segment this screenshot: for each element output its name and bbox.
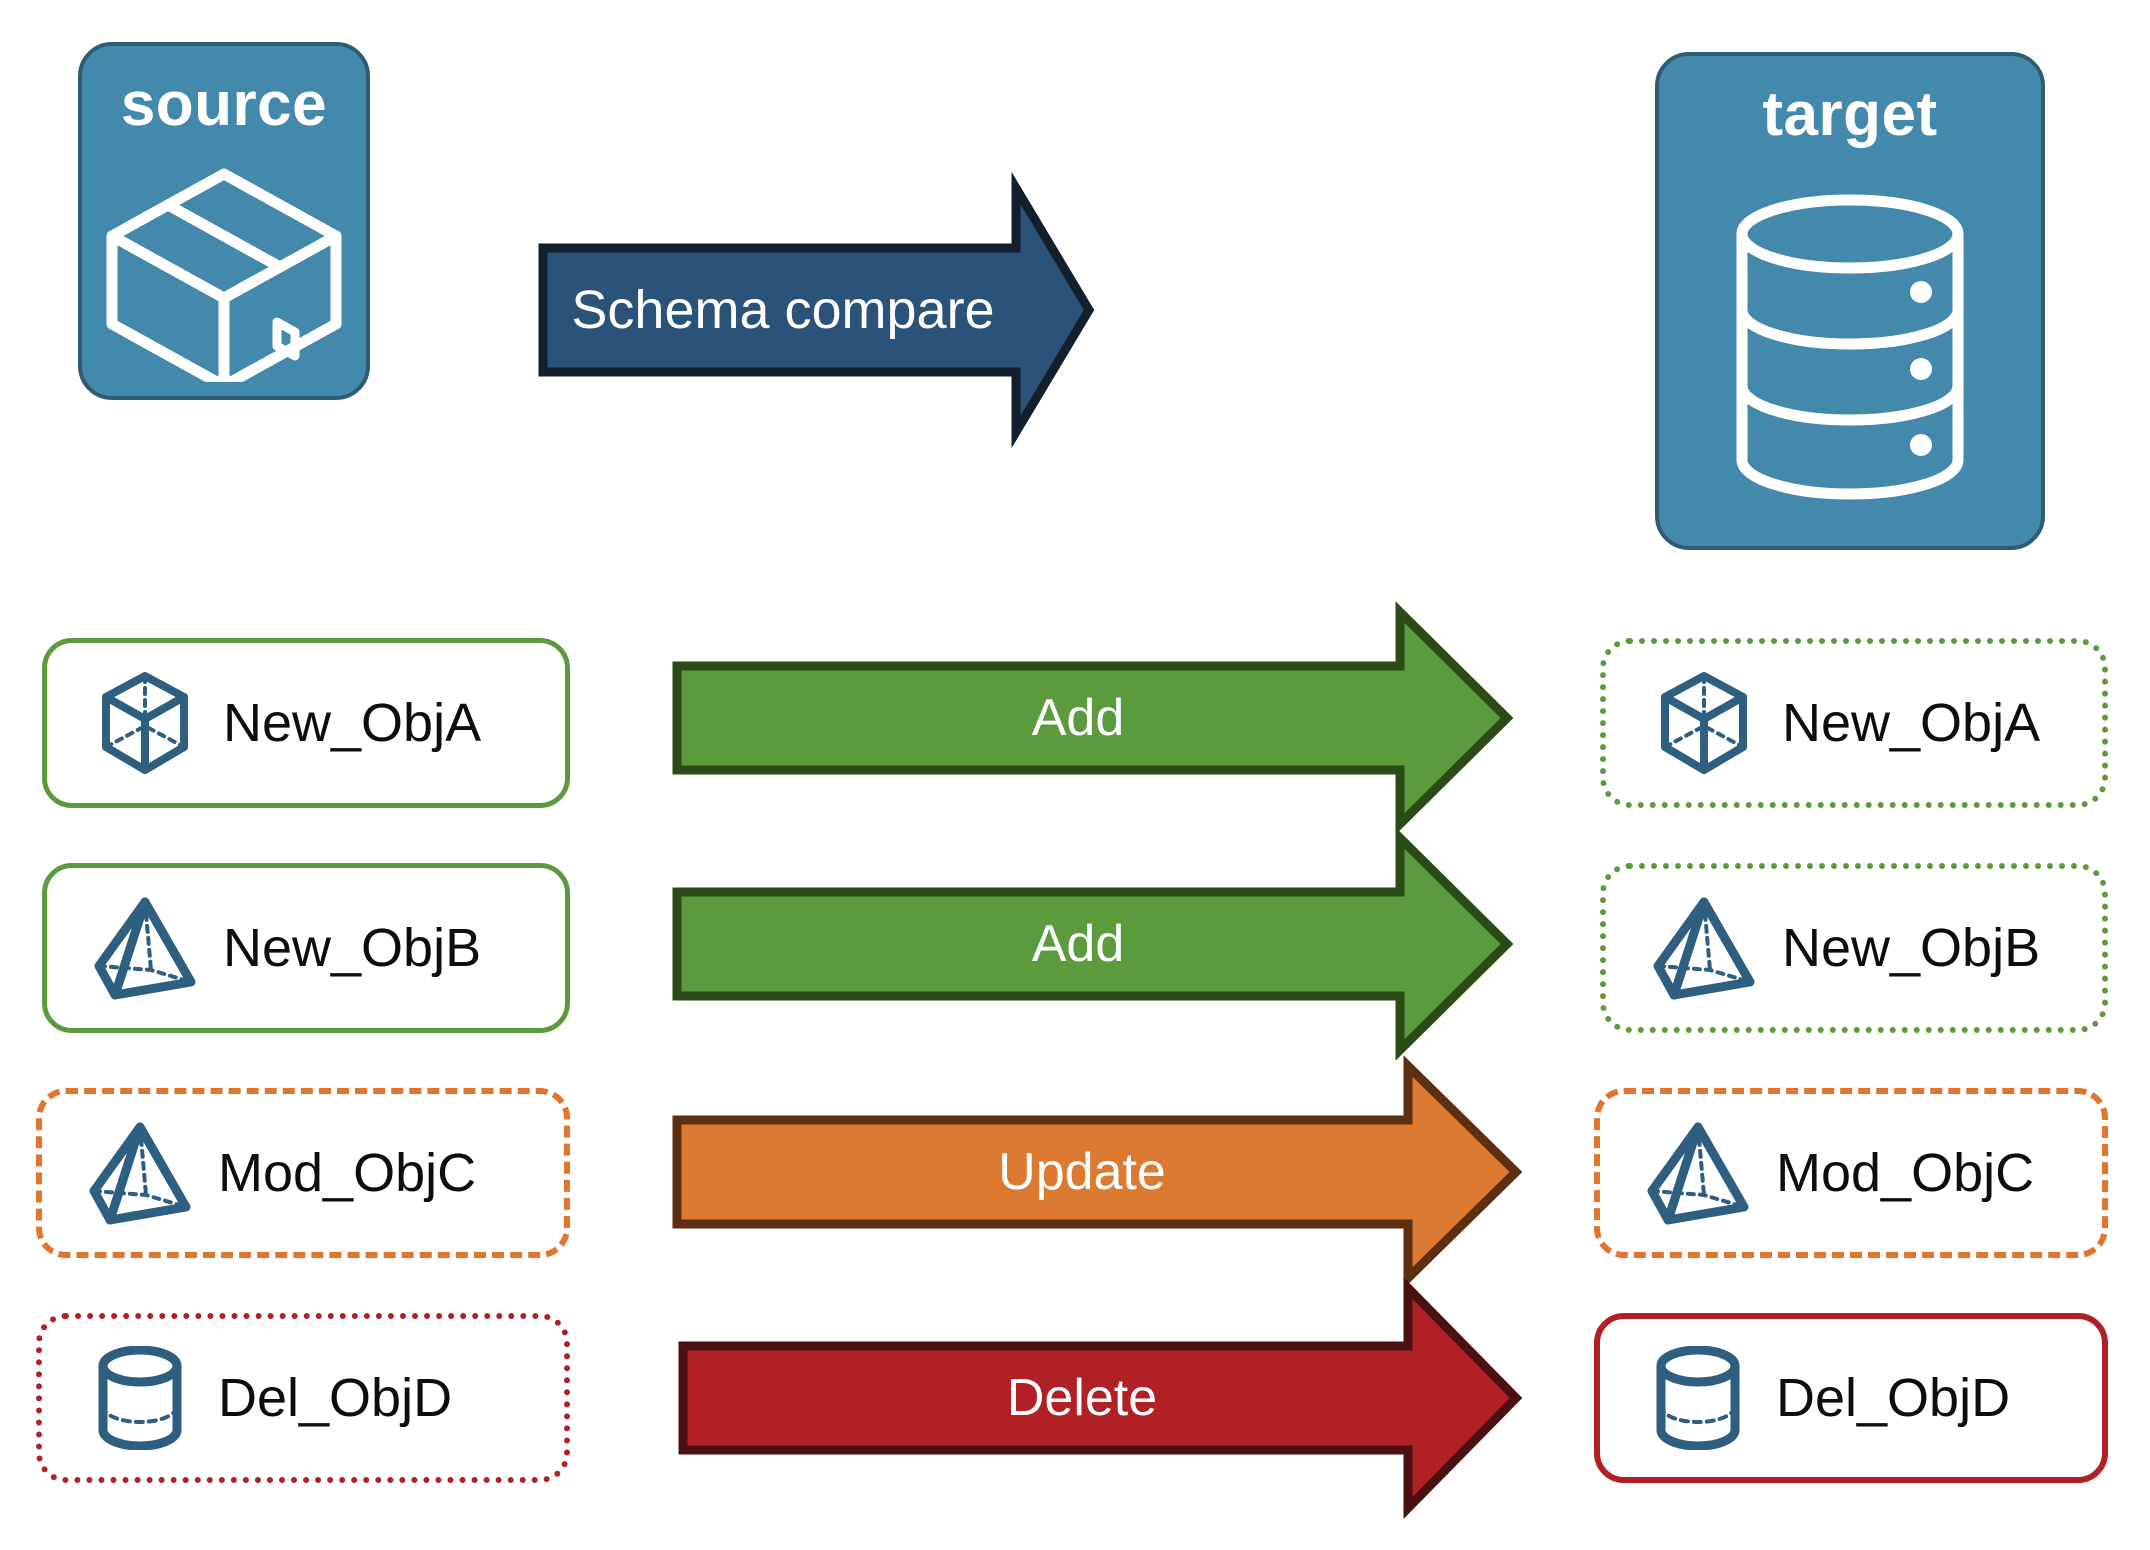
delete-arrow-row-4[interactable]: Delete xyxy=(678,1276,1523,1520)
target-object-card-mod-objc[interactable]: Mod_ObjC xyxy=(1594,1088,2108,1258)
target-endpoint-card[interactable]: target xyxy=(1655,52,2045,550)
pyramid-wireframe-icon xyxy=(93,896,197,1000)
package-box-icon xyxy=(82,137,366,396)
cylinder-wireframe-icon xyxy=(1646,1346,1750,1450)
cube-wireframe-icon xyxy=(93,671,197,775)
target-object-label: Del_ObjD xyxy=(1776,1368,2011,1428)
add-arrow-row-2[interactable]: Add xyxy=(672,827,1514,1061)
source-endpoint-label: source xyxy=(120,70,328,139)
database-cylinder-icon xyxy=(1659,147,2041,546)
pyramid-wireframe-icon xyxy=(1646,1121,1750,1225)
source-object-card-new-obja[interactable]: New_ObjA xyxy=(42,638,570,808)
target-object-label: New_ObjB xyxy=(1782,918,2041,978)
source-endpoint-card[interactable]: source xyxy=(78,42,370,400)
source-object-label: Mod_ObjC xyxy=(218,1143,477,1203)
source-object-label: Del_ObjD xyxy=(218,1368,453,1428)
schema-compare-arrow[interactable]: Schema compare xyxy=(538,171,1095,449)
pyramid-wireframe-icon xyxy=(1652,896,1756,1000)
pyramid-wireframe-icon xyxy=(88,1121,192,1225)
source-object-card-del-objd[interactable]: Del_ObjD xyxy=(36,1313,570,1483)
target-object-card-del-objd[interactable]: Del_ObjD xyxy=(1594,1313,2108,1483)
add-arrow-row-1[interactable]: Add xyxy=(672,601,1514,835)
target-object-label: New_ObjA xyxy=(1782,693,2041,753)
cylinder-wireframe-icon xyxy=(88,1346,192,1450)
target-object-card-new-objb[interactable]: New_ObjB xyxy=(1600,863,2108,1033)
source-object-label: New_ObjA xyxy=(223,693,482,753)
source-object-card-mod-objc[interactable]: Mod_ObjC xyxy=(36,1088,570,1258)
update-arrow-row-3[interactable]: Update xyxy=(672,1055,1523,1289)
target-endpoint-label: target xyxy=(1762,80,1938,149)
cube-wireframe-icon xyxy=(1652,671,1756,775)
source-object-label: New_ObjB xyxy=(223,918,482,978)
target-object-label: Mod_ObjC xyxy=(1776,1143,2035,1203)
target-object-card-new-obja[interactable]: New_ObjA xyxy=(1600,638,2108,808)
source-object-card-new-objb[interactable]: New_ObjB xyxy=(42,863,570,1033)
